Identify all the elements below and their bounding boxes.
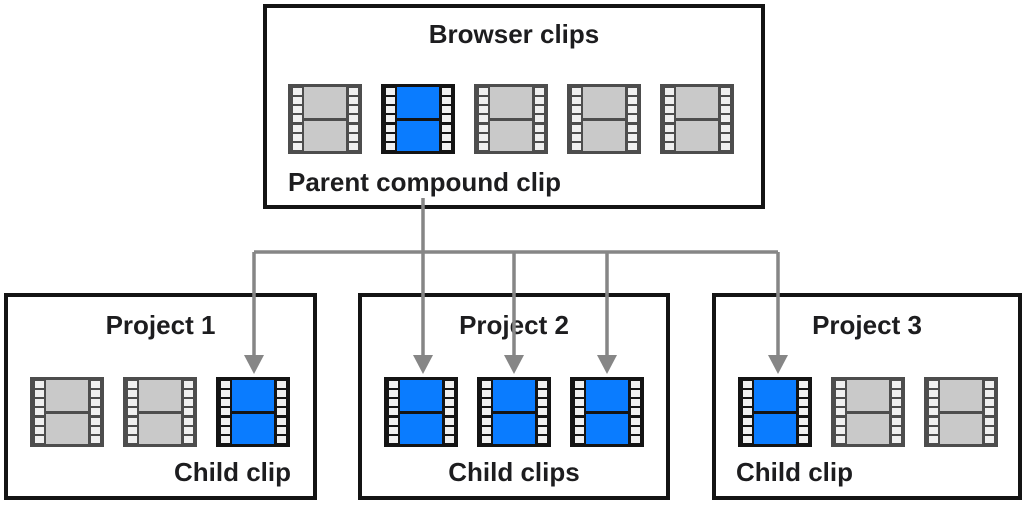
clip-icon	[123, 377, 197, 447]
project-3-title: Project 3	[812, 310, 922, 340]
browser-clips-row	[288, 84, 734, 154]
clip-icon	[924, 377, 998, 447]
compound-clip-icon	[738, 377, 812, 447]
compound-clip-icon	[384, 377, 458, 447]
project-2-child-clips-label: Child clips	[448, 457, 580, 488]
compound-clip-icon	[477, 377, 551, 447]
project-3-clips-row	[738, 377, 998, 447]
browser-box-title: Browser clips	[428, 19, 600, 49]
clip-icon	[30, 377, 104, 447]
project-1-child-clip-label: Child clip	[174, 457, 291, 488]
project-3-child-clip-label: Child clip	[736, 457, 853, 488]
project-2-box: Project 2 Child clips	[358, 293, 670, 500]
project-1-title: Project 1	[105, 310, 216, 340]
compound-clip-icon	[570, 377, 644, 447]
clip-icon	[288, 84, 362, 154]
project-2-title: Project 2	[459, 310, 569, 340]
clip-icon	[660, 84, 734, 154]
parent-compound-clip-label: Parent compound clip	[288, 167, 562, 197]
clip-icon	[831, 377, 905, 447]
project-1-box: Project 1 Child clip	[4, 293, 317, 500]
project-1-clips-row	[30, 377, 290, 447]
project-2-clips-row	[384, 377, 644, 447]
browser-clips-box: Browser clips Parent compound clip	[263, 4, 765, 209]
compound-clip-icon	[216, 377, 290, 447]
clip-icon	[567, 84, 641, 154]
project-3-box: Project 3 Child clip	[712, 293, 1022, 500]
clip-icon	[474, 84, 548, 154]
compound-clip-icon	[381, 84, 455, 154]
